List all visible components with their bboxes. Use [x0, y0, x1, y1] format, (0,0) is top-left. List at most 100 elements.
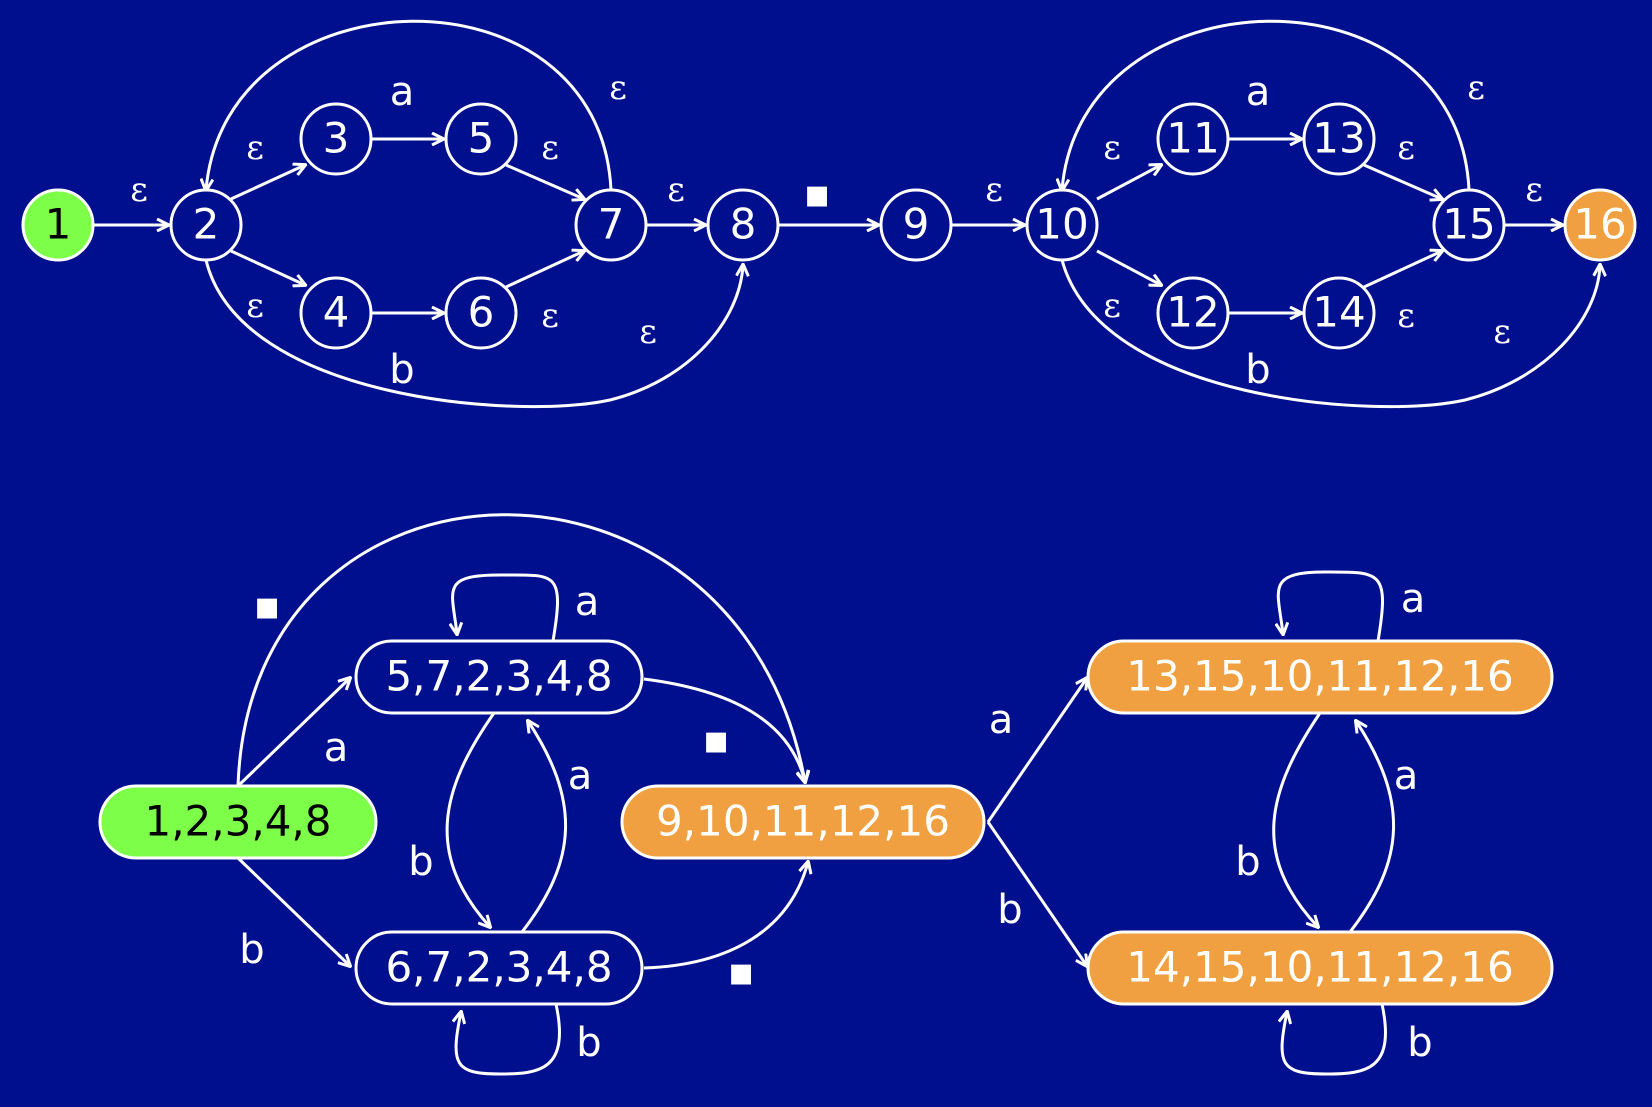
dfa-edge-B-D — [643, 677, 805, 782]
nfa-edge-6-7 — [505, 251, 584, 289]
dfa-edge-label-E-F: b — [1235, 839, 1260, 885]
nfa-state-label-6: 6 — [468, 288, 495, 337]
nfa-state-label-16: 16 — [1573, 200, 1626, 249]
dfa-edge-label-C-D: ▪ — [727, 949, 754, 995]
nfa-edge-13-15 — [1363, 163, 1442, 199]
nfa-edge-label-4-6: b — [389, 347, 414, 393]
dfa-state-C — [354, 930, 644, 1006]
nfa-edge-label-14-15: ε — [1397, 296, 1415, 336]
dfa-state-label-F: 14,15,10,11,12,16 — [1126, 943, 1513, 992]
nfa-edge-label-7-2: ε — [609, 68, 627, 108]
nfa-state-8 — [706, 188, 780, 262]
dfa-edge-A-B — [236, 678, 350, 788]
nfa-state-label-15: 15 — [1442, 200, 1495, 249]
nfa-state-label-5: 5 — [468, 114, 495, 163]
dfa-edge-label-F-F: b — [1407, 1020, 1432, 1066]
nfa-edge-label-8-9: ▪ — [803, 171, 830, 217]
dfa-edge-E-F — [1272, 712, 1322, 927]
nfa-state-label-7: 7 — [598, 200, 625, 249]
nfa-state-14 — [1302, 276, 1376, 350]
nfa-state-11 — [1156, 102, 1230, 176]
dfa-edge-C-C — [456, 1003, 561, 1076]
dfa-state-label-D: 9,10,11,12,16 — [656, 797, 950, 846]
nfa-edge-10-11 — [1096, 165, 1161, 201]
nfa-edge-label-15-16: ε — [1525, 170, 1543, 210]
nfa-edge-label-11-13: a — [1246, 69, 1271, 115]
dfa-edge-E-E — [1278, 570, 1385, 642]
dfa-edge-D-F — [986, 821, 1087, 966]
nfa-state-label-12: 12 — [1166, 288, 1219, 337]
nfa-state-3 — [299, 102, 373, 176]
dfa-edge-C-B — [520, 721, 567, 933]
nfa-edge-label-10-12: ε — [1103, 286, 1121, 326]
nfa-state-12 — [1156, 276, 1230, 350]
dfa-state-label-E: 13,15,10,11,12,16 — [1126, 652, 1513, 701]
nfa-state-label-8: 8 — [730, 200, 757, 249]
dfa-edge-label-B-D: ▪ — [702, 717, 729, 763]
dfa-edge-label-B-B: a — [575, 579, 600, 625]
nfa-edge-label-7-8: ε — [667, 170, 685, 210]
dfa-edge-F-E — [1348, 721, 1395, 933]
dfa-edge-label-A-D: ▪ — [253, 583, 280, 629]
dfa-state-F — [1086, 930, 1554, 1006]
dfa-edge-label-C-B: a — [568, 753, 593, 799]
nfa-edge-14-15 — [1363, 251, 1442, 289]
nfa-edge-label-2-4: ε — [246, 286, 264, 326]
nfa-edge-10-12 — [1096, 249, 1161, 285]
nfa-state-label-2: 2 — [193, 200, 220, 249]
dfa-edge-C-D — [643, 862, 808, 970]
nfa-edge-5-7 — [505, 163, 584, 199]
nfa-state-10 — [1025, 188, 1099, 262]
nfa-state-5 — [444, 102, 518, 176]
dfa-edge-label-B-C: b — [408, 839, 433, 885]
dfa-edge-label-A-B: a — [324, 725, 349, 771]
nfa-state-9 — [879, 188, 953, 262]
dfa-state-B — [354, 639, 644, 715]
nfa-state-label-10: 10 — [1035, 200, 1088, 249]
nfa-edge-label-1-2: ε — [130, 170, 148, 210]
dfa-state-label-B: 5,7,2,3,4,8 — [385, 652, 612, 701]
dfa-edge-A-C — [236, 856, 350, 966]
nfa-edge-label-2-3: ε — [246, 128, 264, 168]
nfa-state-label-1: 1 — [45, 200, 72, 249]
dfa-edge-F-F — [1282, 1003, 1387, 1076]
dfa-state-E — [1086, 639, 1554, 715]
nfa-state-15 — [1432, 188, 1506, 262]
dfa-edge-label-A-C: b — [239, 927, 264, 973]
nfa-state-7 — [574, 188, 648, 262]
nfa-state-16 — [1563, 188, 1637, 262]
nfa-edge-15-10 — [1062, 19, 1471, 190]
nfa-state-6 — [444, 276, 518, 350]
nfa-edge-label-5-7: ε — [541, 128, 559, 168]
nfa-edge-label-10-16: ε — [1493, 312, 1511, 352]
nfa-edge-7-2 — [206, 19, 613, 190]
nfa-state-label-13: 13 — [1312, 114, 1365, 163]
nfa-edge-label-15-10: ε — [1467, 68, 1485, 108]
nfa-state-label-11: 11 — [1166, 114, 1219, 163]
dfa-edge-D-E — [986, 678, 1087, 823]
dfa-edge-A-D — [236, 513, 805, 787]
nfa-state-label-9: 9 — [903, 200, 930, 249]
nfa-state-2 — [169, 188, 243, 262]
edges-layer — [93, 19, 1600, 1076]
dfa-state-A — [98, 784, 378, 860]
dfa-edge-label-D-E: a — [989, 697, 1014, 743]
nfa-edge-10-16 — [1060, 259, 1600, 409]
dfa-state-label-C: 6,7,2,3,4,8 — [385, 943, 612, 992]
nfa-state-label-4: 4 — [323, 288, 350, 337]
nfa-edge-label-13-15: ε — [1397, 128, 1415, 168]
dfa-state-label-A: 1,2,3,4,8 — [144, 797, 331, 846]
nfa-edge-label-2-8: ε — [639, 312, 657, 352]
dfa-state-D — [620, 784, 986, 860]
nfa-state-label-14: 14 — [1312, 288, 1365, 337]
nfa-edge-2-8 — [204, 259, 743, 409]
dfa-edge-B-B — [453, 573, 560, 642]
nfa-edge-2-4 — [230, 249, 305, 285]
dfa-edge-B-C — [445, 712, 496, 927]
nfa-edge-label-9-10: ε — [985, 170, 1003, 210]
nfa-edge-label-6-7: ε — [541, 296, 559, 336]
